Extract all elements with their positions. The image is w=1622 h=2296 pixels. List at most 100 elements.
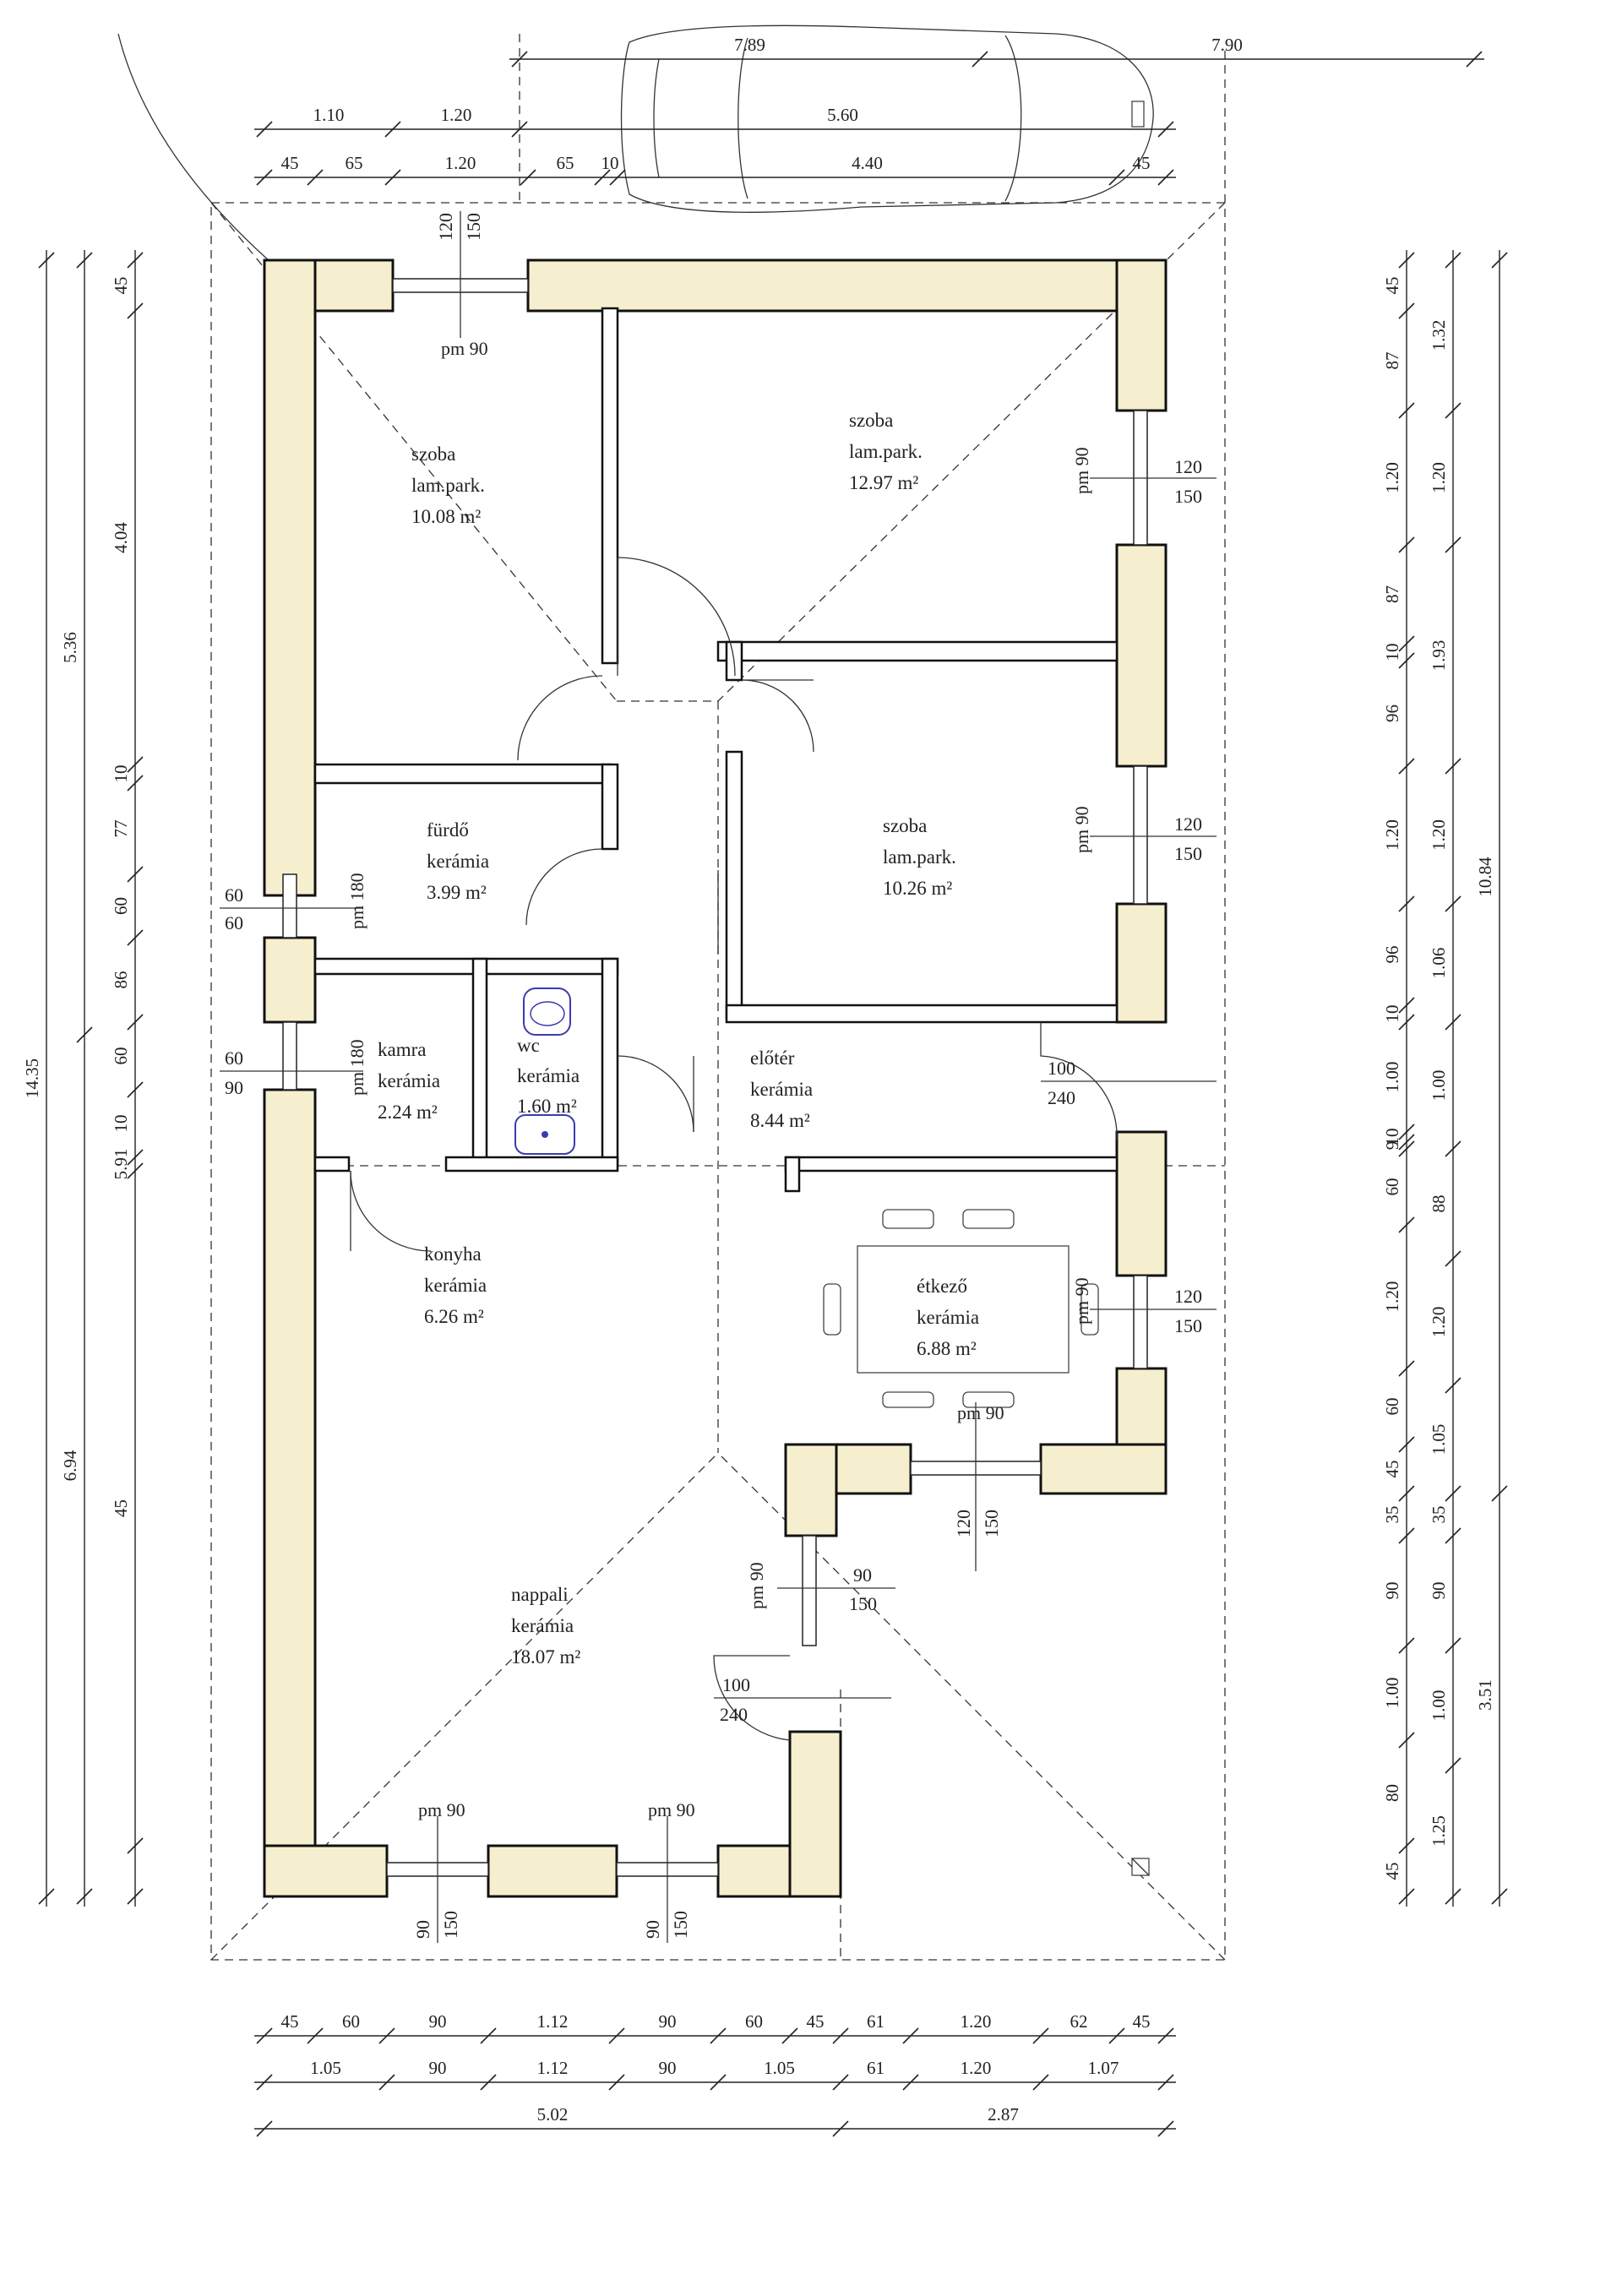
opening-top: 120 bbox=[1174, 1286, 1202, 1307]
dimension-tick bbox=[710, 2074, 727, 2091]
dimension-tick bbox=[832, 2074, 849, 2091]
dimension-tick bbox=[1398, 1637, 1415, 1654]
room-floor: kerámia bbox=[378, 1070, 440, 1091]
room-name: konyha bbox=[424, 1243, 482, 1265]
dimension-label: 1.20 bbox=[1429, 462, 1449, 493]
dimension-tick bbox=[127, 1014, 144, 1031]
dimension-label: 61 bbox=[867, 2011, 884, 2032]
dimension-tick bbox=[1398, 635, 1415, 652]
room-floor: kerámia bbox=[427, 851, 489, 872]
dimension-tick bbox=[608, 2074, 625, 2091]
room-name: nappali bbox=[511, 1584, 569, 1605]
room-nappali: nappali kerámia 18.07 m² bbox=[511, 1584, 580, 1668]
dimension-tick bbox=[1445, 1637, 1461, 1654]
dimension-label: 45 bbox=[111, 277, 131, 295]
room-name: szoba bbox=[849, 410, 893, 431]
dimension-tick bbox=[127, 929, 144, 946]
room-floor: lam.park. bbox=[883, 846, 956, 868]
parapet-label: pm 90 bbox=[441, 338, 488, 359]
dimension-tick bbox=[127, 252, 144, 269]
room-area: 1.60 m² bbox=[517, 1096, 577, 1117]
dimension-tick bbox=[1398, 997, 1415, 1014]
room-area: 8.44 m² bbox=[750, 1110, 810, 1131]
dimension-tick bbox=[1445, 1140, 1461, 1157]
dimension-tick bbox=[127, 1888, 144, 1905]
dimension-tick bbox=[76, 1026, 93, 1043]
dimension-tick bbox=[1445, 1527, 1461, 1544]
dimension-label: 45 bbox=[1133, 153, 1151, 173]
dimension-label: 45 bbox=[1382, 277, 1402, 295]
dimension-label: 60 bbox=[1382, 1178, 1402, 1196]
dimension-tick bbox=[127, 1837, 144, 1854]
opening-top: 60 bbox=[225, 884, 243, 906]
dimension-label: 1.20 bbox=[961, 2011, 992, 2032]
dimension-tick bbox=[1445, 1014, 1461, 1031]
parapet-label: pm 180 bbox=[346, 873, 367, 929]
room-konyha: konyha kerámia 6.26 m² bbox=[424, 1243, 487, 1327]
dimension-label: 1.00 bbox=[1382, 1062, 1402, 1093]
dimension-label: 1.20 bbox=[445, 153, 476, 173]
opening-top: 90 bbox=[642, 1920, 663, 1939]
dim-right-inner: 45871.208710961.2096101.00109601.2060453… bbox=[1382, 250, 1407, 1907]
parapet-label: pm 90 bbox=[1071, 1277, 1092, 1325]
parapet-label: pm 90 bbox=[1071, 806, 1092, 853]
dimension-label: 1.10 bbox=[313, 105, 345, 125]
dimension-tick bbox=[1398, 652, 1415, 669]
dimension-label: 1.12 bbox=[537, 2058, 569, 2078]
dimension-tick bbox=[1445, 1888, 1461, 1905]
opening-bottom: 150 bbox=[849, 1593, 877, 1614]
dimension-tick bbox=[480, 2027, 497, 2044]
opening-top: 90 bbox=[853, 1564, 872, 1586]
dimension-tick bbox=[1445, 252, 1461, 269]
dimension-tick bbox=[1157, 121, 1174, 138]
dimension-label: 45 bbox=[281, 153, 299, 173]
dimension-label: 10 bbox=[1382, 1005, 1402, 1023]
room-area: 6.26 m² bbox=[424, 1306, 484, 1327]
dimension-label: 86 bbox=[111, 971, 131, 989]
dimension-tick bbox=[1466, 51, 1483, 68]
dimension-label: 7.89 bbox=[734, 35, 765, 55]
opening-bottom: 60 bbox=[225, 912, 243, 933]
dimension-tick bbox=[127, 866, 144, 883]
opening-top: 100 bbox=[722, 1674, 750, 1695]
dimension-label: 96 bbox=[1382, 705, 1402, 722]
room-floor: lam.park. bbox=[411, 475, 485, 496]
dimension-label: 10 bbox=[111, 1115, 131, 1133]
dimension-label: 45 bbox=[1382, 1863, 1402, 1880]
room-etkezo: étkező kerámia 6.88 m² bbox=[917, 1276, 979, 1359]
dimension-tick bbox=[1108, 2027, 1125, 2044]
room-area: 3.99 m² bbox=[427, 882, 487, 903]
dimension-tick bbox=[1491, 1485, 1508, 1502]
dimension-label: 60 bbox=[111, 897, 131, 915]
room-area: 18.07 m² bbox=[511, 1646, 580, 1668]
dimension-label: 90 bbox=[1382, 1582, 1402, 1600]
dimension-tick bbox=[256, 169, 273, 186]
dimension-label: 1.20 bbox=[1382, 819, 1402, 851]
opening-top: 90 bbox=[412, 1920, 433, 1939]
dimension-label: 10.84 bbox=[1475, 857, 1495, 897]
dimension-tick bbox=[1398, 895, 1415, 912]
dimension-label: 96 bbox=[1382, 946, 1402, 964]
dimension-tick bbox=[127, 756, 144, 773]
dimension-tick bbox=[256, 2027, 273, 2044]
opening-bottom: 240 bbox=[720, 1704, 748, 1725]
dimension-label: 1.00 bbox=[1429, 1690, 1449, 1722]
dimension-label: 45 bbox=[111, 1499, 131, 1517]
dimension-label: 1.25 bbox=[1429, 1815, 1449, 1847]
opening-bottom: 150 bbox=[440, 1911, 461, 1939]
room-szoba-3: szoba lam.park. 10.26 m² bbox=[883, 815, 956, 899]
dimension-tick bbox=[1445, 1250, 1461, 1267]
dimension-label: 45 bbox=[1133, 2011, 1151, 2032]
dimension-label: 77 bbox=[111, 820, 131, 838]
dimension-tick bbox=[1398, 1124, 1415, 1140]
dimension-label: 10 bbox=[1382, 1129, 1402, 1146]
dimension-label: 1.07 bbox=[1088, 2058, 1119, 2078]
dimension-label: 4.04 bbox=[111, 522, 131, 553]
